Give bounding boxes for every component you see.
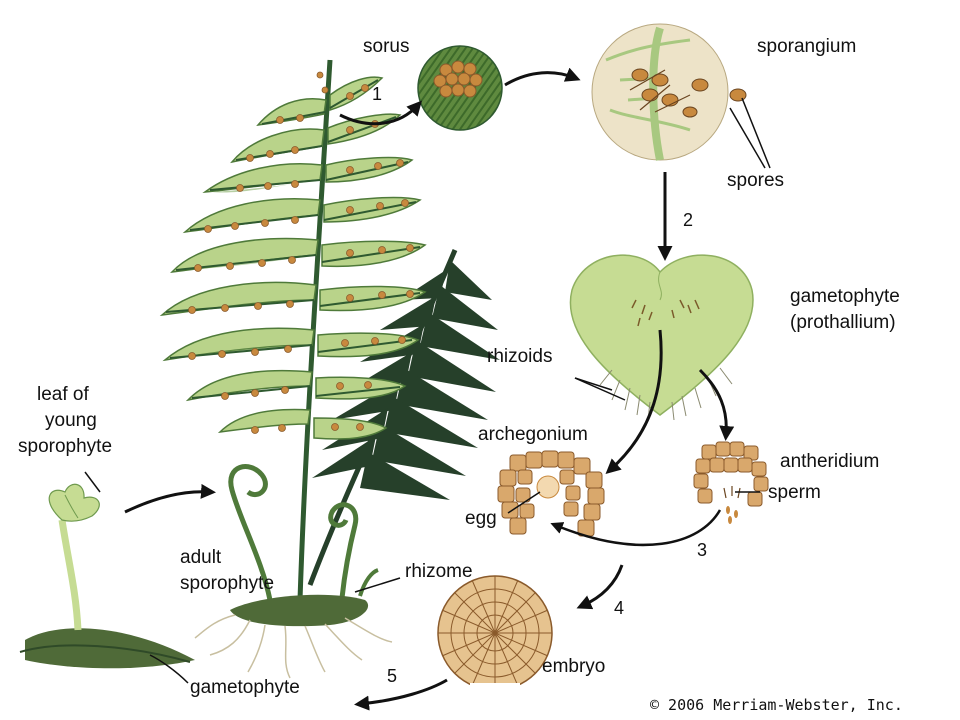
label-leaf-young-3: sporophyte bbox=[18, 436, 112, 457]
archegonium-cells bbox=[497, 450, 605, 537]
rhizome bbox=[194, 594, 393, 679]
label-rhizome: rhizome bbox=[405, 561, 473, 582]
step-3: 3 bbox=[697, 540, 707, 560]
label-embryo: embryo bbox=[542, 656, 605, 677]
pointer-lines bbox=[84, 97, 771, 684]
arrow-sperm-to-egg bbox=[550, 509, 722, 547]
label-adult-sporophyte-1: adult bbox=[180, 547, 222, 568]
pointer-leaf-young bbox=[84, 471, 101, 493]
arrow-embryo-to-young-sporophyte bbox=[354, 678, 448, 711]
label-archegonium: archegonium bbox=[478, 424, 588, 445]
main-frond bbox=[159, 59, 427, 601]
pointer-egg bbox=[507, 491, 541, 514]
arrow-frond-to-sorus bbox=[339, 100, 423, 126]
arrow-fertilization-to-embryo bbox=[576, 564, 624, 610]
sorus-magnified bbox=[417, 45, 503, 131]
pointer-spores-a bbox=[729, 107, 766, 169]
label-antheridium: antheridium bbox=[780, 451, 879, 472]
copyright-notice: © 2006 Merriam-Webster, Inc. bbox=[650, 696, 903, 714]
label-rhizoids: rhizoids bbox=[487, 346, 552, 367]
label-egg: egg bbox=[465, 508, 497, 529]
step-1: 1 bbox=[372, 84, 382, 104]
sperm-cells bbox=[726, 506, 738, 524]
label-sorus: sorus bbox=[363, 36, 409, 57]
label-sperm: sperm bbox=[768, 482, 821, 503]
pointer-rhizome bbox=[354, 577, 401, 593]
step-2: 2 bbox=[683, 210, 693, 230]
young-sporophyte bbox=[19, 483, 195, 669]
sporangium-magnified bbox=[591, 23, 747, 161]
step-4: 4 bbox=[614, 598, 624, 618]
label-leaf-young-1: leaf of bbox=[37, 384, 89, 405]
label-gametophyte-bottom: gametophyte bbox=[190, 677, 300, 698]
step-5: 5 bbox=[387, 666, 397, 686]
embryo bbox=[437, 575, 553, 691]
label-sporangium: sporangium bbox=[757, 36, 856, 57]
label-gametophyte-prothallium-2: (prothallium) bbox=[790, 312, 896, 333]
fiddleheads bbox=[228, 464, 379, 601]
cycle-arrows bbox=[124, 67, 735, 711]
arrow-young-to-adult bbox=[124, 483, 216, 514]
pointer-gametophyte bbox=[149, 654, 189, 684]
label-adult-sporophyte-2: sporophyte bbox=[180, 573, 274, 594]
label-leaf-young-2: young bbox=[45, 410, 97, 431]
arrow-prothallium-to-antheridium bbox=[698, 368, 735, 441]
label-spores: spores bbox=[727, 170, 784, 191]
label-gametophyte-prothallium-1: gametophyte bbox=[790, 286, 900, 307]
arrow-sorus-to-sporangium bbox=[504, 67, 581, 87]
arrow-prothallium-to-archegonium bbox=[605, 329, 663, 474]
antheridium-cells bbox=[693, 441, 769, 507]
pointer-spores-b bbox=[741, 97, 771, 169]
pointer-rhizoids-b bbox=[574, 377, 626, 401]
